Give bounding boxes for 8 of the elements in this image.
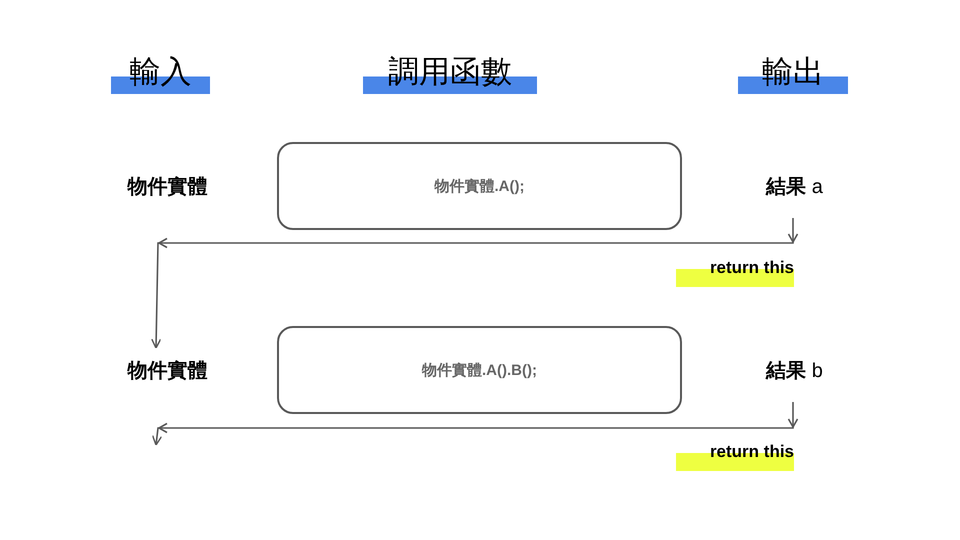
code-text: 物件實體.A().B(); <box>422 360 537 380</box>
object-label: 物件實體 <box>110 170 225 204</box>
result-label: 結果 a <box>752 170 837 204</box>
result-label: 結果 b <box>752 354 837 388</box>
object-label: 物件實體 <box>110 354 225 388</box>
code-text: 物件實體.A(); <box>434 176 524 196</box>
code-box <box>277 326 682 414</box>
code-box <box>277 142 682 230</box>
